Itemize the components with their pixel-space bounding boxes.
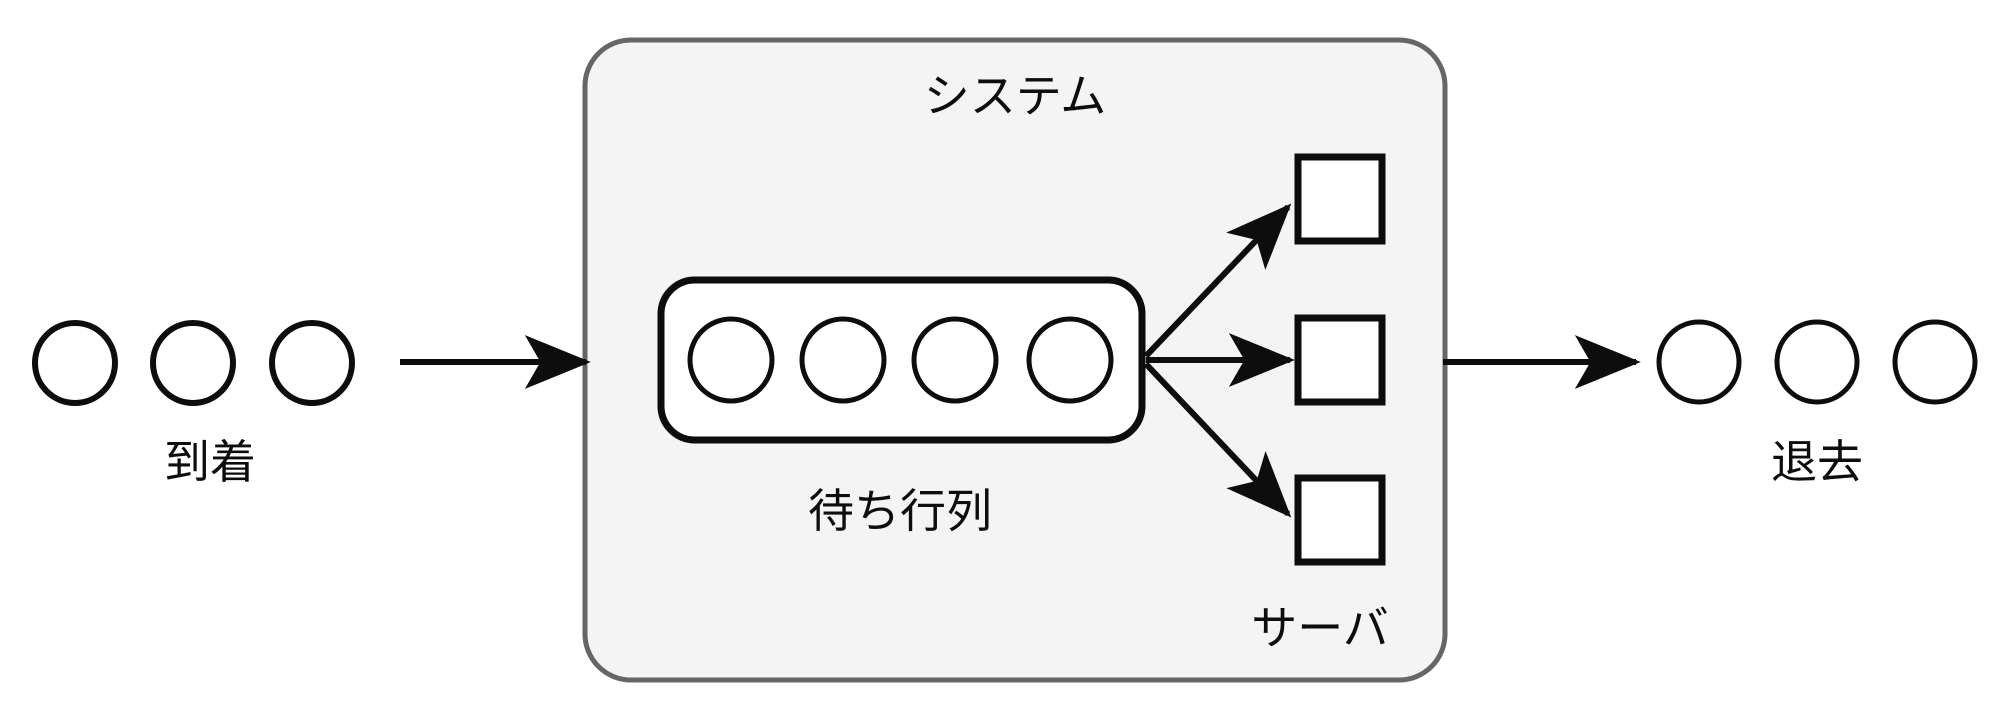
- queue-group: 待ち行列: [657, 276, 1146, 538]
- server-box-3: [1294, 474, 1386, 566]
- departure-customer: [1774, 319, 1860, 405]
- queue-waiting-customer: [1026, 316, 1114, 404]
- server-box-2: [1294, 314, 1386, 406]
- arrival-group: 到着: [32, 320, 355, 489]
- departure-customer: [1656, 319, 1742, 405]
- departure-customer: [1892, 319, 1978, 405]
- queue-to-server-3-arrow: [1143, 361, 1292, 518]
- queue-waiting-customer: [911, 316, 999, 404]
- queue-label: 待ち行列: [808, 484, 992, 538]
- arrival-label: 到着: [164, 435, 256, 489]
- departure-group: 退去: [1656, 319, 1978, 489]
- dispatch-arrows: [1143, 203, 1295, 518]
- queue-waiting-customer: [799, 316, 887, 404]
- system-label: システム: [924, 69, 1107, 123]
- server-label: サーバ: [1251, 601, 1389, 655]
- queue-waiting-customer: [687, 316, 775, 404]
- arrival-customer: [32, 320, 118, 406]
- queue-to-server-1-arrow: [1143, 203, 1292, 359]
- arrival-customer: [150, 320, 236, 406]
- server-box-1: [1294, 153, 1386, 245]
- queue-box: [657, 276, 1146, 444]
- servers-group: サーバ: [1251, 153, 1389, 655]
- arrival-customer: [269, 320, 355, 406]
- departure-label: 退去: [1771, 435, 1863, 489]
